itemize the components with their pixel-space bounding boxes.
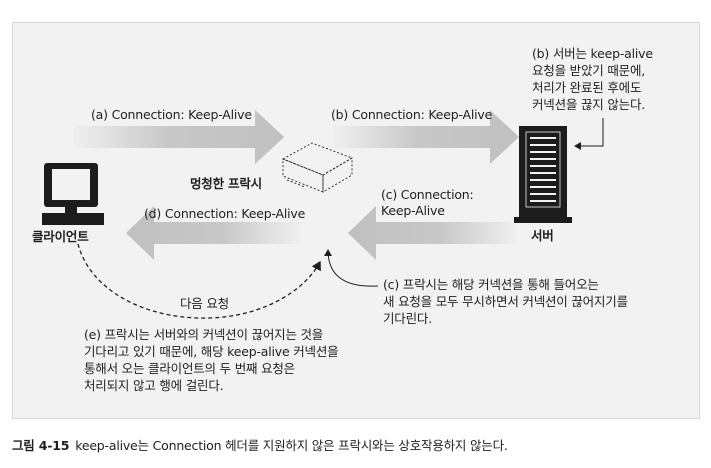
proxy-note: (c) 프락시는 해당 커넥션을 통해 들어오는 새 요청을 모두 무시하면서 … bbox=[383, 277, 628, 326]
diagram-frame bbox=[12, 22, 700, 419]
proxy-box-icon bbox=[281, 142, 354, 193]
server-label: 서버 bbox=[531, 228, 554, 243]
server-tower-icon bbox=[514, 126, 572, 223]
arrow-c bbox=[348, 206, 516, 260]
client-computer-icon bbox=[42, 163, 104, 225]
arrow-b bbox=[334, 110, 519, 164]
caption-text: keep-alive는 Connection 헤더를 지원하지 않은 프락시와는… bbox=[75, 438, 508, 453]
arrow-a bbox=[74, 110, 284, 164]
proxy-note-leader bbox=[324, 249, 379, 287]
next-request-curve bbox=[77, 243, 321, 319]
client-label: 클라이언트 bbox=[32, 229, 89, 244]
figure-caption: 그림 4-15 keep-alive는 Connection 헤더를 지원하지 않… bbox=[12, 435, 508, 454]
label-a: (a) Connection: Keep-Alive bbox=[91, 107, 252, 122]
server-note: (b) 서버는 keep-alive 요청을 받았기 때문에, 처리가 완료된 … bbox=[532, 46, 653, 112]
client-note: (e) 프락시는 서버와의 커넥션이 끊어지는 것을 기다리고 있기 때문에, … bbox=[84, 327, 339, 393]
label-b: (b) Connection: Keep-Alive bbox=[331, 107, 493, 122]
arrow-d bbox=[126, 206, 300, 260]
proxy-label: 멍청한 프락시 bbox=[190, 176, 262, 191]
caption-number: 그림 4-15 bbox=[12, 438, 70, 453]
next-request-label: 다음 요청 bbox=[180, 296, 229, 311]
label-c-top: (c) Connection: Keep-Alive bbox=[381, 187, 474, 218]
server-note-leader bbox=[574, 118, 604, 150]
label-d: (d) Connection: Keep-Alive bbox=[144, 206, 306, 221]
